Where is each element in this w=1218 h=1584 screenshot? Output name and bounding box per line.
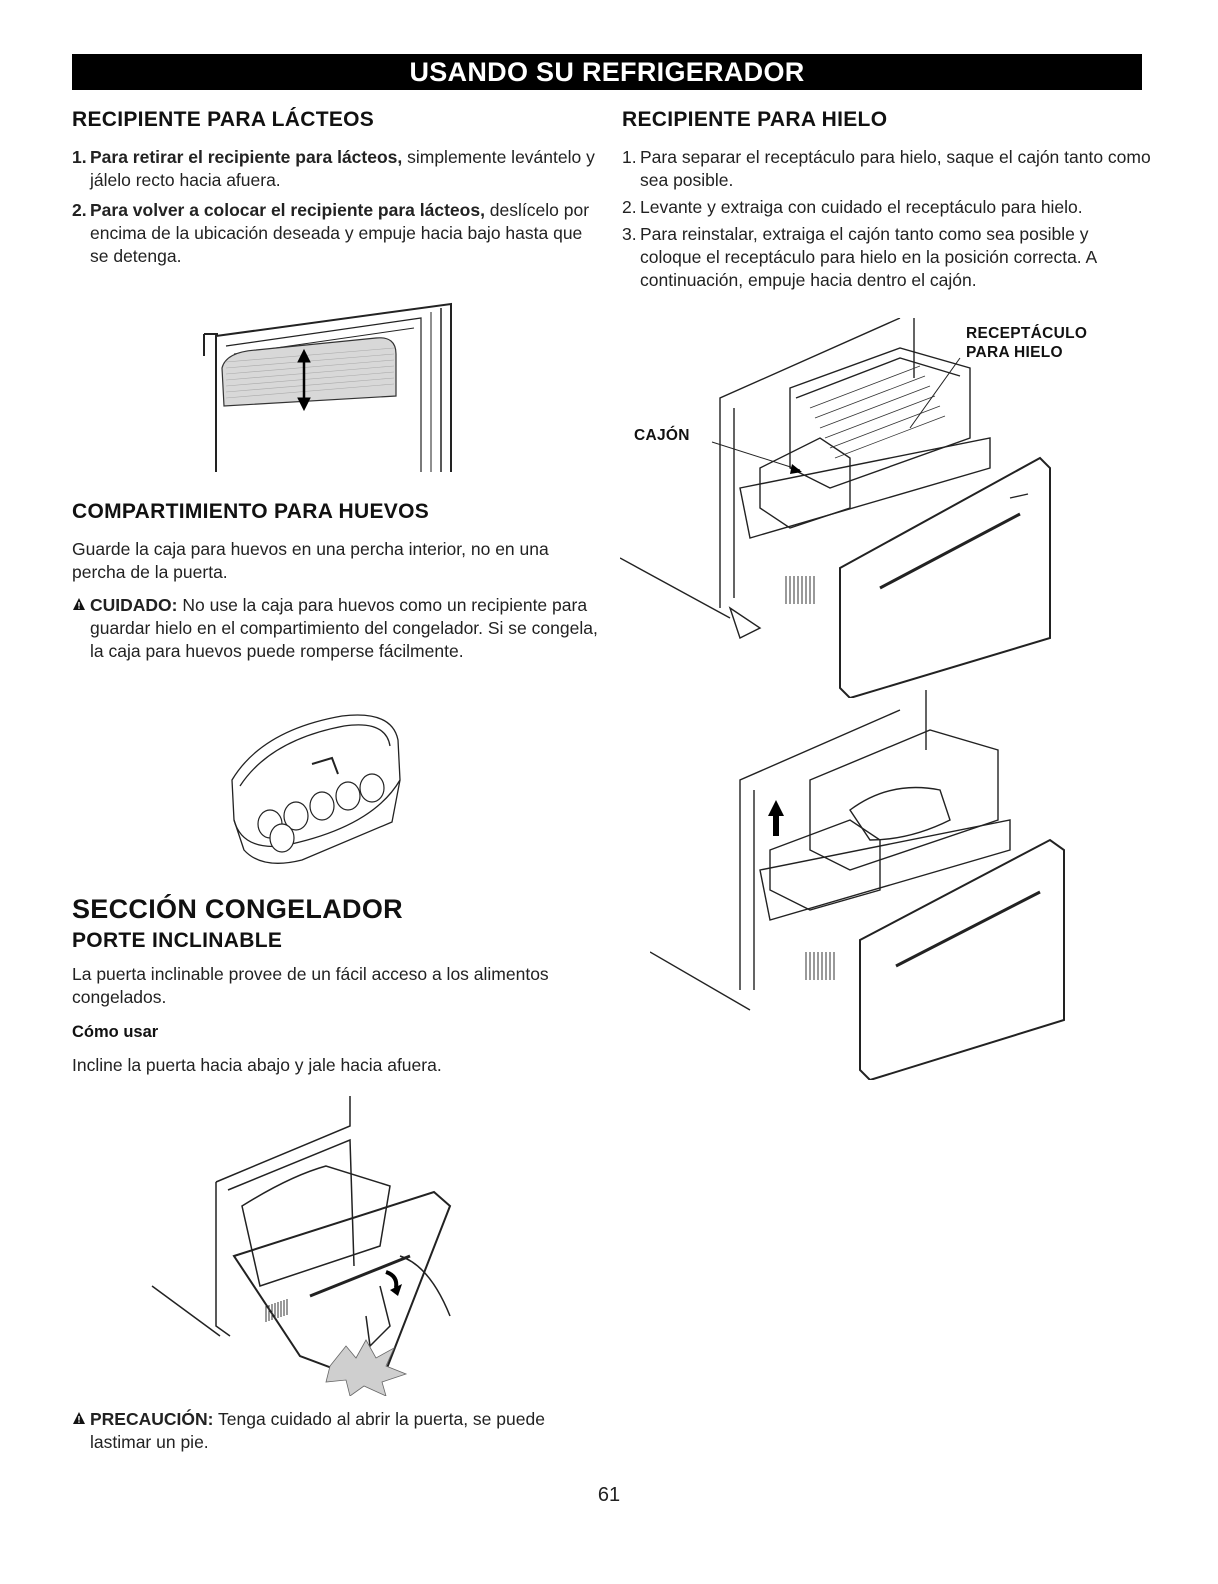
warning-icon — [73, 598, 85, 610]
page-banner: USANDO SU REFRIGERADOR — [72, 54, 1142, 90]
ice-title: RECIPIENTE PARA HIELO — [622, 108, 888, 131]
precaution-warning: PRECAUCIÓN: Tenga cuidado al abrir la pu… — [72, 1408, 602, 1454]
eggs-title: COMPARTIMIENTO PARA HUEVOS — [72, 500, 430, 523]
step-number: 3. — [622, 224, 637, 244]
dairy-title: RECIPIENTE PARA LÁCTEOS — [72, 108, 375, 131]
ice-bin-removal-illustration — [650, 690, 1065, 1080]
step-bold: Para retirar el recipiente para lácteos, — [90, 147, 403, 167]
ice-step-3: 3.Para reinstalar, extraiga el cajón tan… — [622, 223, 1152, 292]
eggs-section: COMPARTIMIENTO PARA HUEVOS Guarde la caj… — [72, 500, 602, 663]
step-text: Levante y extraiga con cuidado el recept… — [640, 197, 1083, 217]
step-number: 2. — [72, 200, 87, 220]
ice-bin-illustration — [620, 318, 1051, 698]
step-number: 1. — [622, 147, 637, 167]
freezer-subtitle: PORTE INCLINABLE — [72, 929, 283, 952]
label-ice-bin: RECEPTÁCULO PARA HIELO — [966, 325, 1088, 361]
tilt-door-illustration — [151, 1096, 452, 1396]
howto-title: Cómo usar — [72, 1023, 159, 1041]
step-text: simplemente levántelo y jálelo recto hac… — [90, 147, 595, 190]
warning-icon — [73, 1412, 85, 1424]
freezer-section: SECCIÓN CONGELADOR PORTE INCLINABLE La p… — [72, 894, 602, 1077]
dairy-step-2: 2.Para volver a colocar el recipiente pa… — [72, 199, 602, 268]
precaution-text: Tenga cuidado al abrir la puerta, se pue… — [90, 1409, 545, 1452]
page-number: 61 — [597, 1484, 621, 1506]
dairy-bin-illustration — [203, 302, 452, 472]
ice-step-1: 1.Para separar el receptáculo para hielo… — [622, 146, 1152, 192]
step-text: Para reinstalar, extraiga el cajón tanto… — [640, 224, 1097, 290]
caution-label: CUIDADO: — [90, 595, 178, 615]
step-number: 2. — [622, 197, 637, 217]
step-bold: Para volver a colocar el recipiente para… — [90, 200, 485, 220]
ice-step-2: 2.Levante y extraiga con cuidado el rece… — [622, 196, 1152, 219]
dairy-steps: 1.Para retirar el recipiente para lácteo… — [72, 146, 602, 268]
dairy-step-1: 1.Para retirar el recipiente para lácteo… — [72, 146, 602, 192]
freezer-body: La puerta inclinable provee de un fácil … — [72, 964, 549, 1007]
eggs-caution: CUIDADO: No use la caja para huevos como… — [72, 594, 602, 663]
egg-tray-illustration — [231, 714, 401, 864]
freezer-caution: PRECAUCIÓN: Tenga cuidado al abrir la pu… — [72, 1408, 602, 1454]
step-text: deslícelo por encima de la ubicación des… — [90, 200, 590, 266]
eggs-body: Guarde la caja para huevos en una percha… — [72, 539, 549, 582]
caution-text: No use la caja para huevos como un recip… — [90, 595, 598, 661]
right-column: RECIPIENTE PARA HIELO 1.Para separar el … — [622, 108, 1152, 299]
howto-body: Incline la puerta hacia abajo y jale hac… — [72, 1055, 442, 1075]
step-number: 1. — [72, 147, 87, 167]
freezer-title: SECCIÓN CONGELADOR — [72, 894, 403, 924]
step-text: Para separar el receptáculo para hielo, … — [640, 147, 1151, 190]
precaution-label: PRECAUCIÓN: — [90, 1409, 214, 1429]
left-column: RECIPIENTE PARA LÁCTEOS 1.Para retirar e… — [72, 108, 602, 275]
ice-steps: 1.Para separar el receptáculo para hielo… — [622, 146, 1152, 292]
label-drawer: CAJÓN — [634, 427, 690, 444]
